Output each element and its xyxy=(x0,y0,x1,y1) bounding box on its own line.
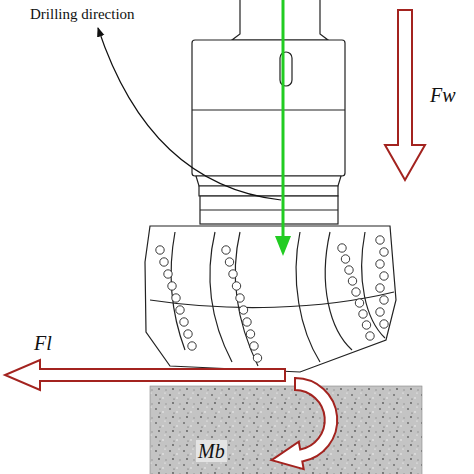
cutter xyxy=(355,299,363,307)
cutter xyxy=(380,272,388,280)
cutter xyxy=(160,258,168,266)
cutter xyxy=(352,288,360,296)
cutter xyxy=(225,258,233,266)
force-label: Fl xyxy=(34,332,52,354)
cutter xyxy=(341,255,349,263)
cutter xyxy=(380,248,388,256)
cutter xyxy=(232,282,240,290)
pdc-cutters xyxy=(156,236,388,362)
cutter xyxy=(380,296,388,304)
cutter xyxy=(380,320,388,328)
cutter xyxy=(366,332,374,340)
bit-body xyxy=(145,0,396,372)
cutter xyxy=(229,270,237,278)
cutter xyxy=(180,318,188,326)
cutter xyxy=(250,342,258,350)
cutter xyxy=(188,342,196,350)
cutter xyxy=(184,330,192,338)
cutter xyxy=(345,266,353,274)
cutter xyxy=(176,306,184,314)
cutter xyxy=(156,246,164,254)
cutter xyxy=(253,354,261,362)
cutter xyxy=(164,270,172,278)
cutter xyxy=(222,246,230,254)
cutter xyxy=(348,277,356,285)
cutter xyxy=(243,318,251,326)
moment-arrow xyxy=(272,378,338,469)
cutter xyxy=(246,330,254,338)
direction-arrow-head xyxy=(275,236,291,256)
cutter xyxy=(338,244,346,252)
direction-label: Drilling direction xyxy=(30,6,135,23)
cutter xyxy=(239,306,247,314)
cutter xyxy=(376,260,384,268)
leader-line xyxy=(98,28,281,200)
cutter xyxy=(236,294,244,302)
force-arrow xyxy=(385,10,425,180)
cutter xyxy=(376,236,384,244)
cutter xyxy=(172,294,180,302)
force-label: Fw xyxy=(430,84,456,106)
cutter xyxy=(376,308,384,316)
cutter xyxy=(362,321,370,329)
direction-arrow xyxy=(282,0,285,238)
cutter xyxy=(376,284,384,292)
moment-label: Mb xyxy=(196,440,227,462)
force-arrow xyxy=(5,360,285,390)
cutter xyxy=(168,282,176,290)
cutter xyxy=(359,310,367,318)
